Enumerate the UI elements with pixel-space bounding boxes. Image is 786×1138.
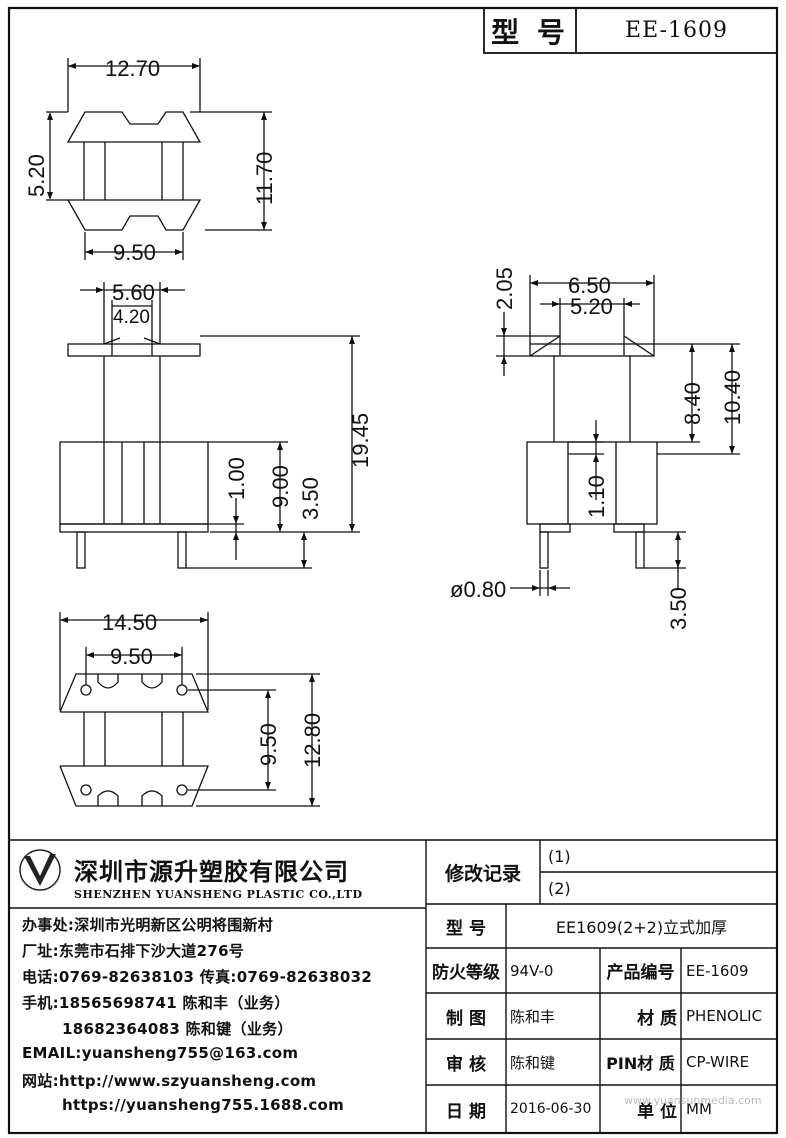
dim-bottom-h2: 12.80 xyxy=(300,713,325,768)
model-value: EE1609(2+2)立式加厚 xyxy=(555,918,728,937)
bottom-view xyxy=(59,612,320,807)
company-mobile-2: 18682364083 陈和键（业务） xyxy=(62,1020,293,1038)
revision-label: 修改记录 xyxy=(444,862,521,885)
dim-side-5-20: 5.20 xyxy=(570,294,613,319)
unit-value: MM xyxy=(686,1100,712,1118)
date-label: 日 期 xyxy=(446,1101,486,1122)
outer-border xyxy=(7,6,779,1135)
dim-top-width: 12.70 xyxy=(105,56,160,81)
company-office: 办事处:深圳市光明新区公明将围新村 xyxy=(22,916,274,934)
material-label: 材 质 xyxy=(637,1008,677,1029)
dim-side-3-50: 3.50 xyxy=(666,587,691,630)
dim-top-left-height: 5.20 xyxy=(24,154,49,197)
company-email: EMAIL:yuansheng755@163.com xyxy=(22,1044,299,1062)
material-value: PHENOLIC xyxy=(686,1007,763,1025)
checked-by-label: 审 核 xyxy=(446,1054,486,1075)
dim-front-1: 1.00 xyxy=(224,457,249,500)
side-view xyxy=(496,275,740,596)
dim-top-right-height: 11.70 xyxy=(252,152,277,205)
company-factory: 厂址:东莞市石排下沙大道276号 xyxy=(22,942,245,960)
front-view xyxy=(59,282,360,569)
top-view xyxy=(46,58,272,260)
header-box xyxy=(483,7,778,54)
dim-bottom-h1: 9.50 xyxy=(256,723,281,766)
product-no-value: EE-1609 xyxy=(686,961,749,980)
watermark: www.yuansunmedia.com xyxy=(624,1094,762,1107)
dim-bottom-width: 14.50 xyxy=(102,610,157,635)
dim-side-1-10: 1.10 xyxy=(584,475,609,518)
company-mobile-1: 手机:18565698741 陈和丰（业务） xyxy=(22,994,290,1012)
dim-side-8-40: 8.40 xyxy=(680,382,705,425)
pin-material-label: PIN材 质 xyxy=(606,1054,675,1073)
checked-by-value: 陈和键 xyxy=(510,1053,556,1072)
company-web-1: 网站:http://www.szyuansheng.com xyxy=(22,1072,317,1090)
fire-rating-label: 防火等级 xyxy=(432,963,500,983)
header-model-label: 型 号 xyxy=(491,15,569,49)
company-logo xyxy=(19,849,61,891)
dim-bottom-inner: 9.50 xyxy=(110,644,153,669)
dim-top-bottom-width: 9.50 xyxy=(113,240,156,265)
pin-material-value: CP-WIRE xyxy=(686,1053,750,1071)
dim-front-3: 3.50 xyxy=(298,477,323,520)
dim-side-10-40: 10.40 xyxy=(720,370,745,425)
product-no-label: 产品编号 xyxy=(606,963,675,983)
drawn-by-value: 陈和丰 xyxy=(510,1007,556,1026)
company-phone: 电话:0769-82638103 传真:0769-82638032 xyxy=(22,968,373,986)
dim-front-total: 19.45 xyxy=(348,413,373,468)
title-block-grid xyxy=(9,839,777,1133)
drawn-by-label: 制 图 xyxy=(446,1008,486,1029)
revision-2: (2) xyxy=(548,878,571,898)
company-name-cn: 深圳市源升塑胶有限公司 xyxy=(74,858,349,886)
dim-front-2: 9.00 xyxy=(268,465,293,508)
unit-label: 单 位 xyxy=(637,1101,677,1122)
company-name-en: SHENZHEN YUANSHENG PLASTIC CO.,LTD xyxy=(74,888,363,901)
arrowheads xyxy=(47,63,735,806)
model-label: 型 号 xyxy=(446,918,486,939)
dim-side-2-05: 2.05 xyxy=(492,267,517,310)
fire-rating-value: 94V-0 xyxy=(510,961,554,980)
company-web-2: https://yuansheng755.1688.com xyxy=(62,1096,345,1114)
dim-side-6-50: 6.50 xyxy=(568,273,611,298)
header-model-value: EE-1609 xyxy=(625,18,728,43)
dim-front-outer: 5.60 xyxy=(112,280,155,305)
revision-1: (1) xyxy=(548,846,571,866)
dim-side-pin-dia: ø0.80 xyxy=(450,577,506,602)
date-value: 2016-06-30 xyxy=(510,1101,592,1117)
dim-front-inner: 4.20 xyxy=(113,307,150,328)
